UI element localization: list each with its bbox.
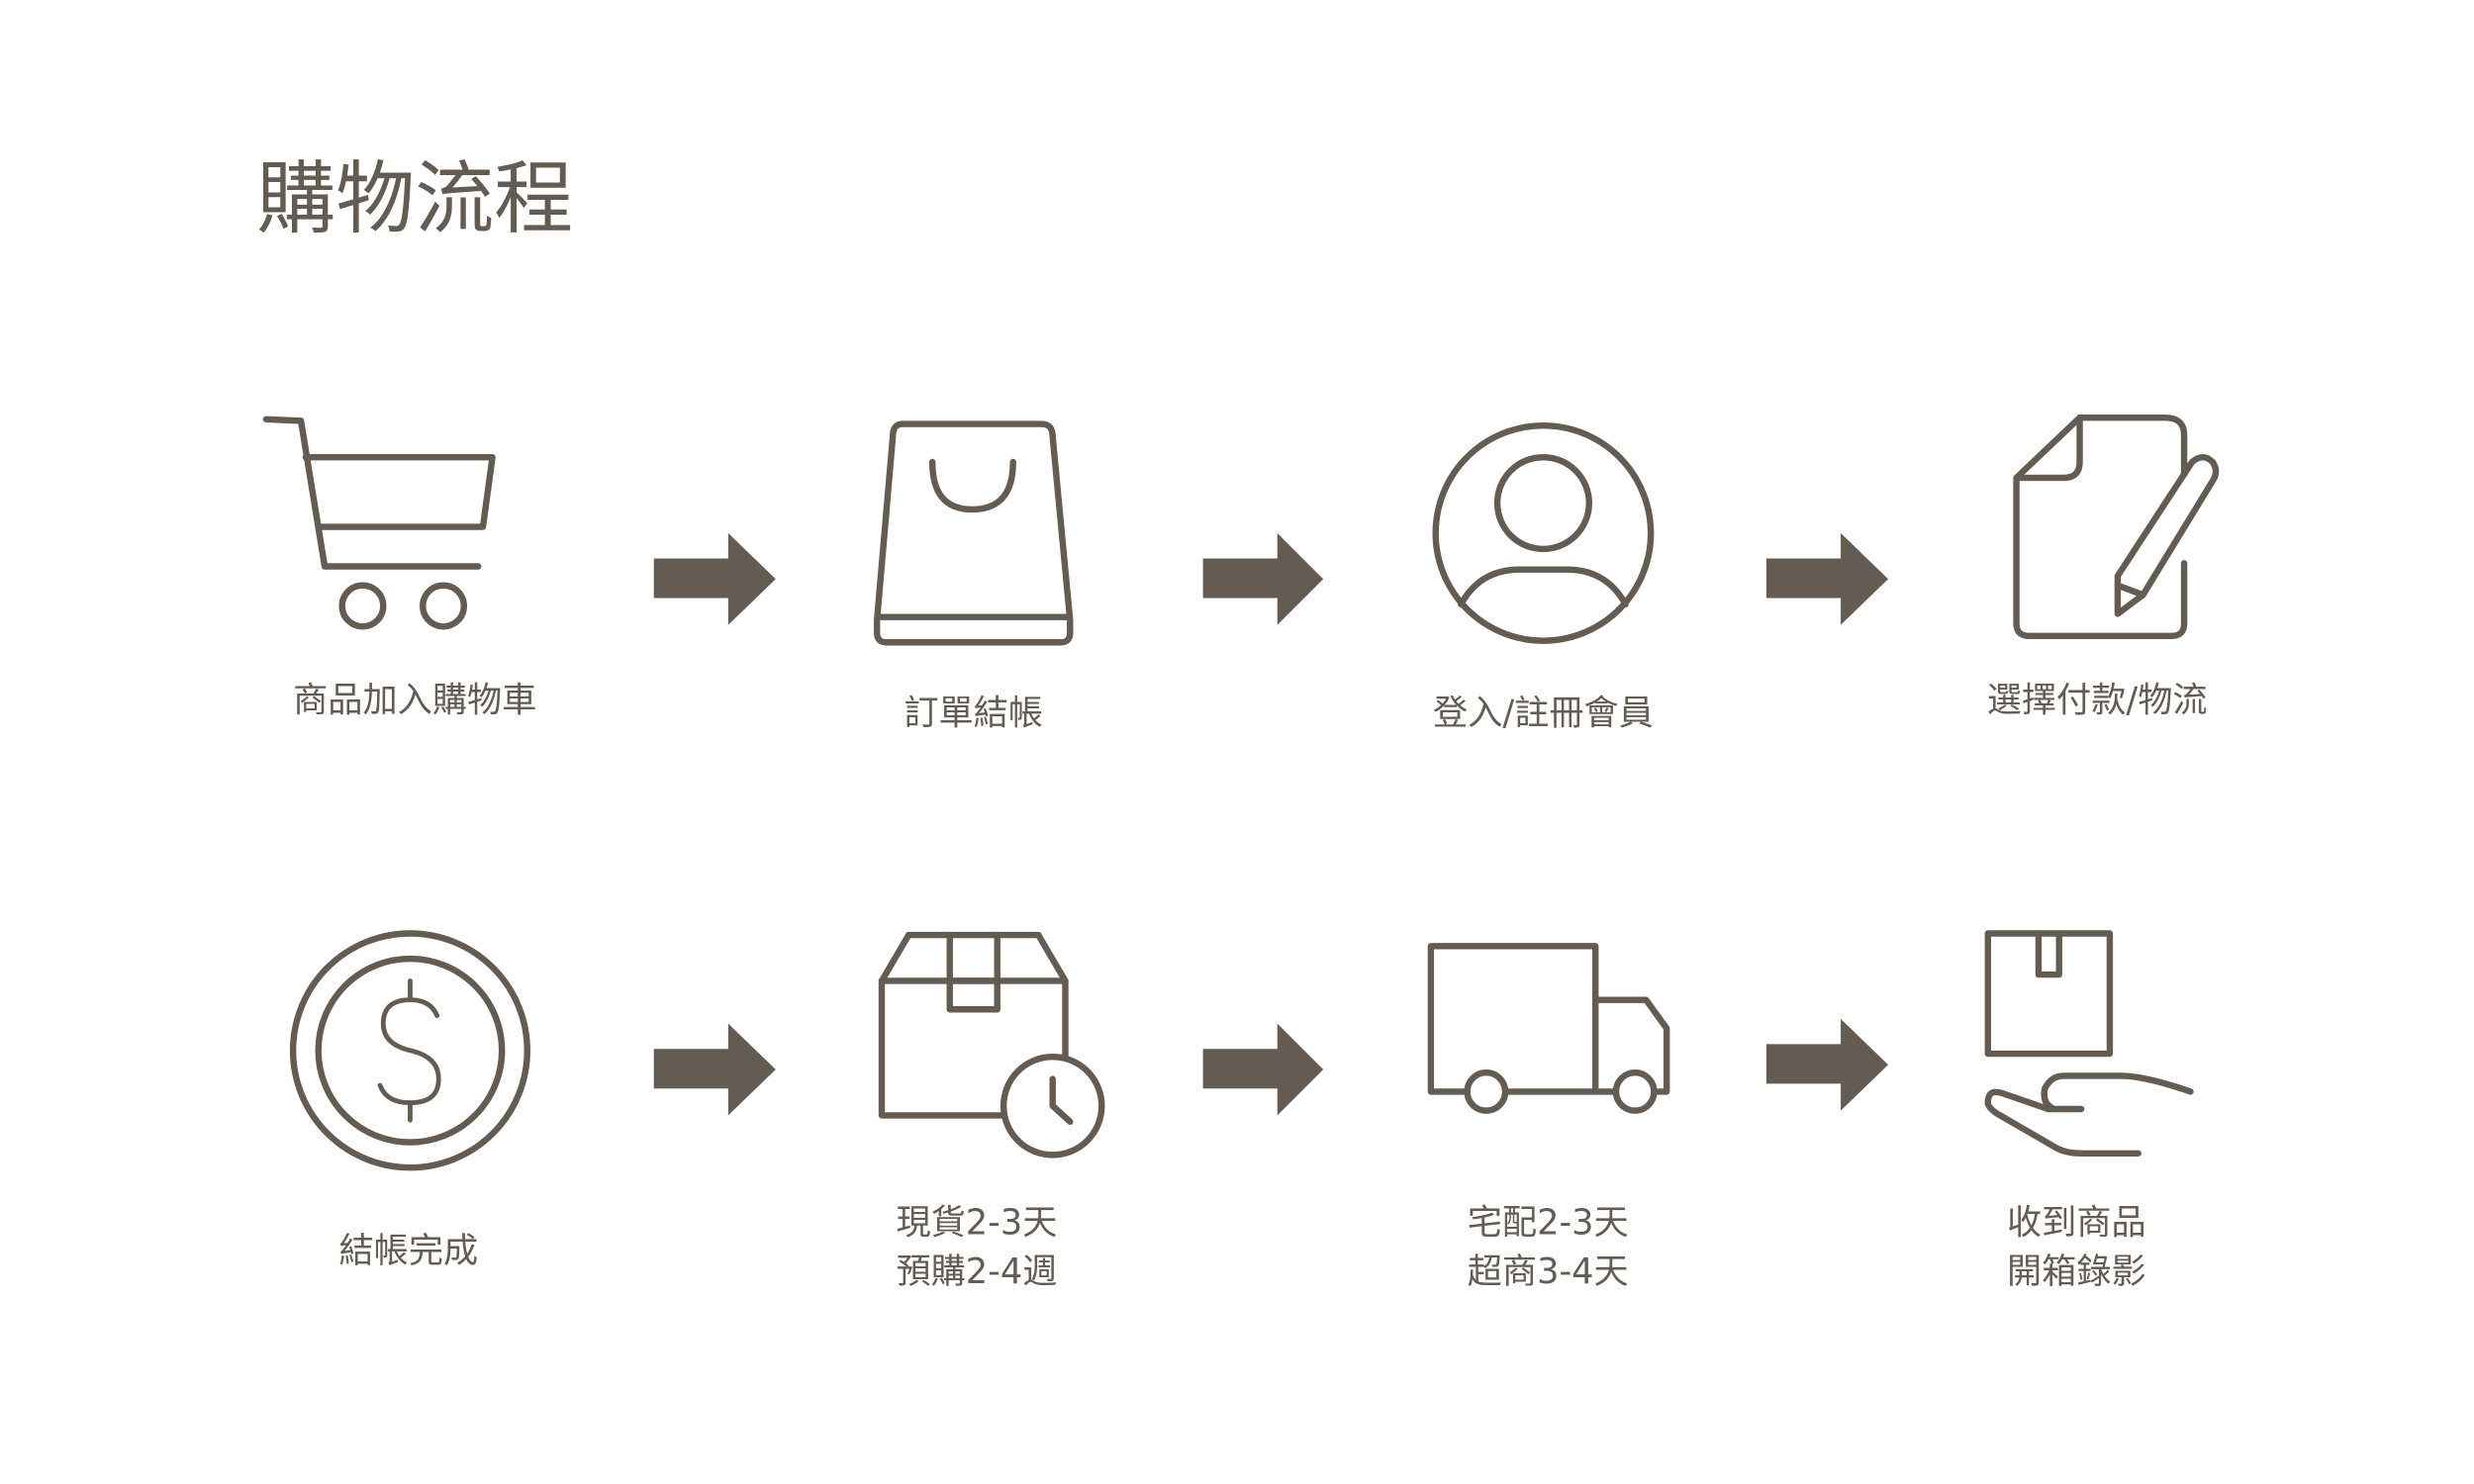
box-clock-icon bbox=[878, 931, 1105, 1159]
arrow-right-icon bbox=[1765, 532, 1889, 625]
step-label: 收到商品 bbox=[2007, 1202, 2146, 1243]
arrow-right-icon bbox=[653, 532, 776, 625]
step-delivery-time: 現貨2-3天 預購2-4週 bbox=[878, 931, 1105, 1292]
step-label: 超商3-4天 bbox=[1468, 1252, 1629, 1292]
shopping-cart-icon bbox=[262, 416, 496, 630]
arrow-right-icon bbox=[1765, 1018, 1889, 1111]
step-label: 宅配2-3天 bbox=[1468, 1202, 1629, 1243]
step-shipping: 宅配2-3天 超商3-4天 bbox=[1427, 943, 1670, 1292]
step-payment-shipping: 選擇付款/物流 bbox=[1987, 414, 2220, 721]
step-checkout: 訂單結帳 bbox=[873, 420, 1074, 733]
step-label: 商品加入購物車 bbox=[293, 681, 536, 721]
step-label: 結帳完成 bbox=[338, 1231, 478, 1271]
step-label: 選擇付款/物流 bbox=[1987, 681, 2208, 721]
arrow-right-icon bbox=[1202, 532, 1324, 625]
flow-arrows bbox=[653, 532, 1889, 1116]
arrow-right-icon bbox=[653, 1023, 776, 1116]
user-circle-icon bbox=[1432, 421, 1655, 644]
step-label: 開箱錄影 bbox=[2007, 1252, 2146, 1292]
step-label: 現貨2-3天 bbox=[896, 1202, 1057, 1243]
step-label: 訂單結帳 bbox=[904, 693, 1043, 733]
step-add-to-cart: 商品加入購物車 bbox=[262, 416, 536, 721]
shopping-bag-icon bbox=[873, 420, 1074, 646]
step-receive: 收到商品 開箱錄影 bbox=[1984, 930, 2194, 1292]
page-title: 購物流程 bbox=[256, 153, 573, 245]
arrow-right-icon bbox=[1202, 1023, 1324, 1116]
document-pencil-icon bbox=[2013, 414, 2220, 640]
step-label: 預購2-4週 bbox=[896, 1252, 1057, 1292]
step-label: 登入/註冊會員 bbox=[1433, 693, 1654, 733]
hand-box-icon bbox=[1984, 930, 2194, 1157]
step-login: 登入/註冊會員 bbox=[1432, 421, 1655, 733]
step-checkout-complete: 結帳完成 bbox=[289, 930, 530, 1271]
delivery-truck-icon bbox=[1427, 943, 1670, 1114]
dollar-coin-icon bbox=[289, 930, 530, 1171]
